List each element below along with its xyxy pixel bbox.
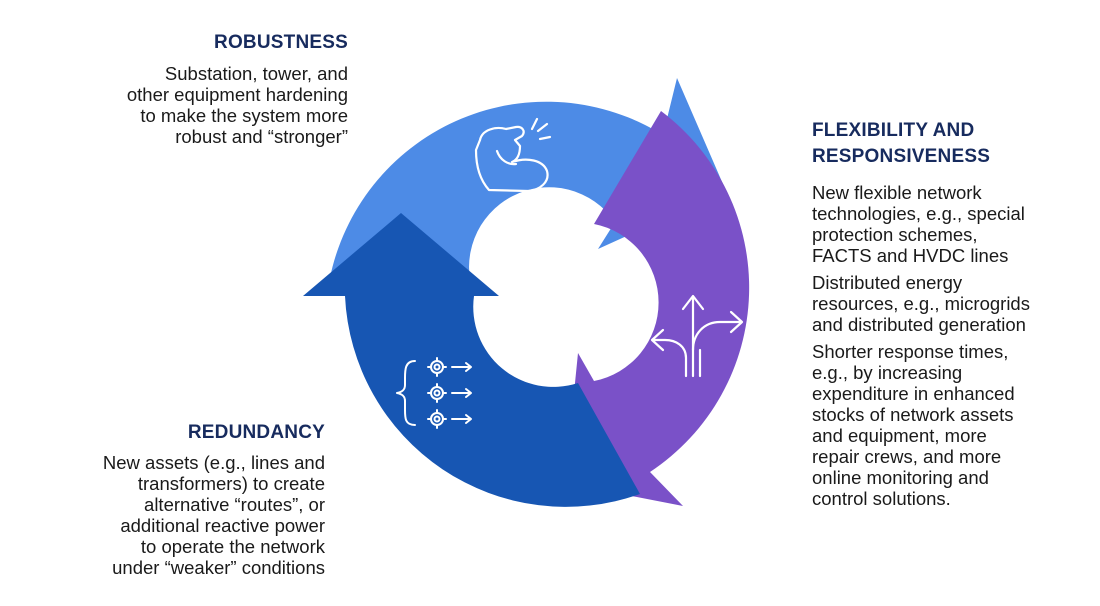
robustness-heading: ROBUSTNESS xyxy=(214,32,348,53)
flexibility-paragraph-distributed: Distributed energy resources, e.g., micr… xyxy=(812,272,1092,335)
flexibility-line: FACTS and HVDC lines xyxy=(812,245,1009,266)
flexibility-heading-line: FLEXIBILITY AND xyxy=(812,120,975,141)
gears-routes-icon xyxy=(396,357,472,429)
flexibility-line: Shorter response times, xyxy=(812,341,1009,362)
flexibility-line: technologies, e.g., special xyxy=(812,203,1025,224)
flexed-arm-icon xyxy=(474,117,552,193)
flexibility-arrow xyxy=(565,111,750,506)
split-arrows-icon xyxy=(650,294,744,378)
flexibility-block: FLEXIBILITY AND RESPONSIVENESS New flexi… xyxy=(812,118,1092,515)
flexibility-line: repair crews, and more xyxy=(812,446,1002,467)
redundancy-line: under “weaker” conditions xyxy=(112,557,325,578)
flexibility-line: control solutions. xyxy=(812,488,951,509)
flexibility-line: and distributed generation xyxy=(812,314,1026,335)
flexibility-line: Distributed energy xyxy=(812,272,963,293)
robustness-block: ROBUSTNESS Substation, tower, and other … xyxy=(0,30,348,147)
redundancy-line: additional reactive power xyxy=(120,515,325,536)
flexibility-heading-line: RESPONSIVENESS xyxy=(812,146,991,167)
flexibility-line: protection schemes, xyxy=(812,224,978,245)
redundancy-line: alternative “routes”, or xyxy=(144,494,325,515)
flexibility-line: expenditure in enhanced xyxy=(812,383,1015,404)
robustness-line: other equipment hardening xyxy=(126,84,348,105)
flexibility-line: resources, e.g., microgrids xyxy=(812,293,1030,314)
flexibility-line: New flexible network xyxy=(812,182,982,203)
robustness-line: Substation, tower, and xyxy=(164,63,348,84)
redundancy-line: to operate the network xyxy=(140,536,325,557)
redundancy-arrow xyxy=(303,213,640,507)
flexibility-line: and equipment, more xyxy=(812,425,987,446)
flexibility-heading: FLEXIBILITY AND RESPONSIVENESS xyxy=(812,118,1092,170)
robustness-line: to make the system more xyxy=(140,105,348,126)
flexibility-paragraph-network: New flexible network technologies, e.g.,… xyxy=(812,182,1092,266)
flexibility-paragraph-response: Shorter response times, e.g., by increas… xyxy=(812,341,1092,509)
flexibility-line: stocks of network assets xyxy=(812,404,1014,425)
redundancy-block: REDUNDANCY New assets (e.g., lines and t… xyxy=(0,420,325,578)
redundancy-line: New assets (e.g., lines and xyxy=(102,452,325,473)
robustness-line: robust and “stronger” xyxy=(175,126,348,147)
redundancy-heading: REDUNDANCY xyxy=(187,422,325,443)
flexibility-line: e.g., by increasing xyxy=(812,362,963,383)
robustness-description: Substation, tower, and other equipment h… xyxy=(0,63,348,147)
redundancy-line: transformers) to create xyxy=(137,473,325,494)
flexibility-line: online monitoring and xyxy=(812,467,989,488)
redundancy-description: New assets (e.g., lines and transformers… xyxy=(0,452,325,578)
